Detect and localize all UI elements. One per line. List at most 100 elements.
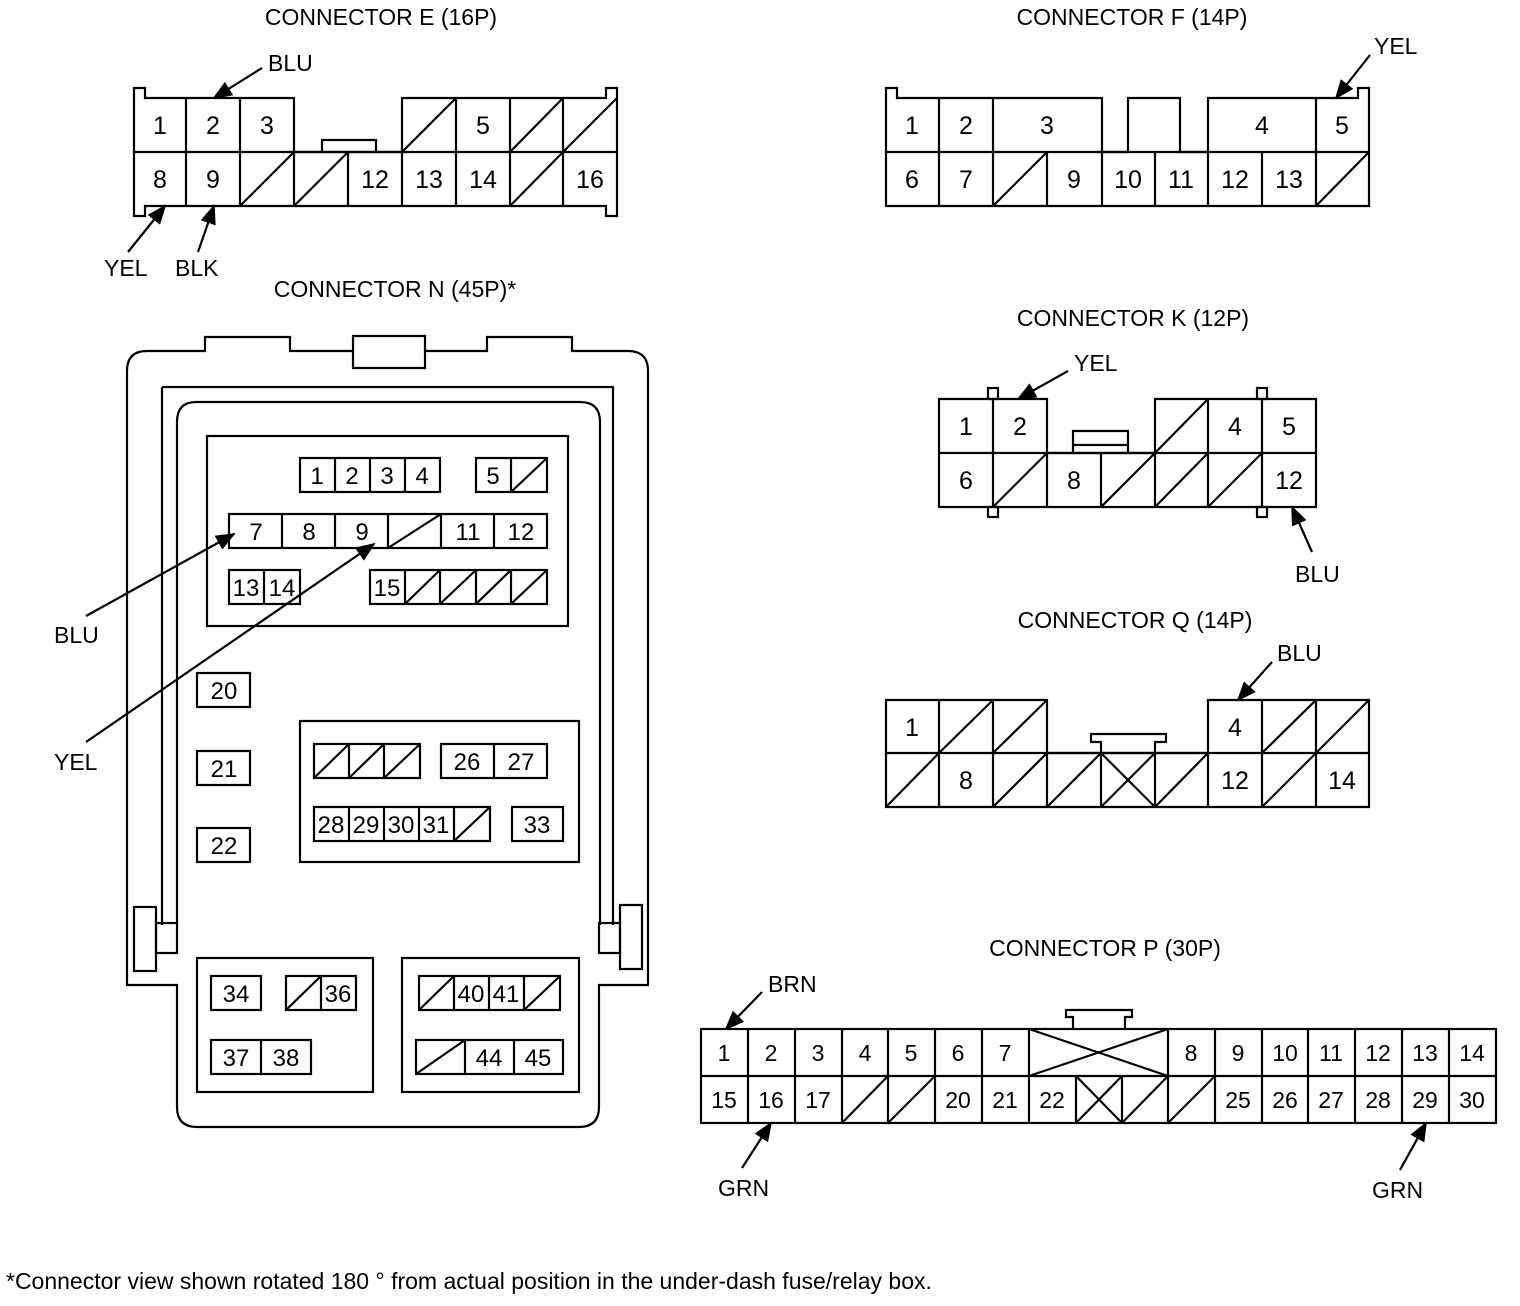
wire-pointer <box>1290 505 1314 553</box>
pin-label: 6 <box>905 166 919 194</box>
pin-label: 16 <box>758 1087 784 1113</box>
pin-label: 10 <box>1272 1040 1298 1066</box>
pin-label: 1 <box>905 714 919 742</box>
wire-color-label: BLU <box>268 50 313 76</box>
pin-label: 22 <box>1039 1087 1065 1113</box>
wire-color-label: BRN <box>768 971 817 997</box>
pin-label: 45 <box>525 1045 552 1072</box>
pin-label: 38 <box>273 1045 300 1072</box>
pin-label: 30 <box>1459 1087 1485 1113</box>
connector-e: CONNECTOR E (16P) 1 2 3 5 8 9 12 13 14 1… <box>104 4 619 281</box>
pin-label: 21 <box>992 1087 1018 1113</box>
pin-label: 37 <box>223 1045 250 1072</box>
pin-label: 3 <box>380 463 393 490</box>
pin-label: 2 <box>1013 413 1027 441</box>
pin-label: 8 <box>959 767 973 795</box>
pin-label: 10 <box>1114 166 1142 194</box>
pin-label: 27 <box>1318 1087 1344 1113</box>
pin-label: 13 <box>1275 166 1303 194</box>
connector-f-title: CONNECTOR F (14P) <box>1017 4 1248 30</box>
pin-label: 17 <box>805 1087 831 1113</box>
pin-label: 2 <box>765 1040 778 1066</box>
pin-label: 5 <box>476 112 490 140</box>
pin-label: 26 <box>454 749 481 776</box>
wire-color-label: BLK <box>175 255 219 281</box>
pin-label: 31 <box>423 812 450 839</box>
pin-label: 5 <box>1335 112 1349 140</box>
pin-label: 4 <box>859 1040 872 1066</box>
pin-label: 12 <box>1365 1040 1391 1066</box>
pin-label: 3 <box>812 1040 825 1066</box>
wire-pointer <box>1236 661 1273 702</box>
wire-color-label: YEL <box>104 255 148 281</box>
pin-label: 7 <box>249 519 262 546</box>
pin-label: 28 <box>318 812 345 839</box>
wire-color-label: YEL <box>1374 33 1418 59</box>
connector-q: CONNECTOR Q (14P) 1 4 8 12 14 BLU <box>884 607 1371 809</box>
connector-p: CONNECTOR P (30P) <box>699 935 1498 1203</box>
pin-label: 13 <box>233 575 260 602</box>
pin-label: 14 <box>469 166 497 194</box>
pin-label: 6 <box>959 467 973 495</box>
pin-label: 21 <box>211 756 238 783</box>
pin-label: 2 <box>959 112 973 140</box>
wire-color-label: BLU <box>1277 640 1322 666</box>
pin-label: 7 <box>959 166 973 194</box>
wire-pointer <box>724 991 763 1031</box>
wire-color-label: BLU <box>54 622 99 648</box>
pin-label: 40 <box>458 981 485 1008</box>
pin-label: 13 <box>415 166 443 194</box>
wire-pointer <box>127 204 167 253</box>
pin-label: 44 <box>476 1045 503 1072</box>
pin-label: 8 <box>302 519 315 546</box>
connector-q-title: CONNECTOR Q (14P) <box>1018 607 1253 633</box>
pin-label: 1 <box>959 413 973 441</box>
pin-label: 1 <box>310 463 323 490</box>
connector-k: CONNECTOR K (12P) 1 2 4 5 6 8 12 <box>937 305 1340 587</box>
wire-pointer <box>1399 1121 1427 1171</box>
pin-label: 20 <box>211 678 238 705</box>
wire-color-label: GRN <box>718 1175 769 1201</box>
wire-pointer <box>85 542 376 743</box>
pin-label: 5 <box>1282 413 1296 441</box>
pin-label: 12 <box>1275 467 1303 495</box>
pin-label: 1 <box>153 112 167 140</box>
pin-label: 5 <box>486 463 499 490</box>
connector-e-title: CONNECTOR E (16P) <box>265 4 497 30</box>
pin-label: 29 <box>353 812 380 839</box>
wire-pointer <box>196 204 216 253</box>
footnote: *Connector view shown rotated 180 ° from… <box>6 1268 932 1294</box>
pin-label: 11 <box>1168 166 1194 194</box>
pin-label: 2 <box>345 463 358 490</box>
pin-label: 8 <box>1067 467 1081 495</box>
pin-label: 4 <box>415 463 428 490</box>
pin-label: 1 <box>905 112 919 140</box>
pin-label: 34 <box>223 981 250 1008</box>
pin-label: 28 <box>1365 1087 1391 1113</box>
pin-label: 30 <box>388 812 415 839</box>
wire-color-label: BLU <box>1295 561 1340 587</box>
pin-label: 5 <box>905 1040 918 1066</box>
pin-label: 16 <box>576 166 604 194</box>
wire-pointer <box>212 67 263 100</box>
pin-label: 9 <box>206 166 220 194</box>
pin-label: 14 <box>1328 767 1356 795</box>
wire-pointer <box>1016 370 1069 400</box>
pin-label: 8 <box>1185 1040 1198 1066</box>
wire-color-label: YEL <box>54 749 98 775</box>
pin-label: 4 <box>1228 413 1242 441</box>
connector-p-title: CONNECTOR P (30P) <box>989 935 1221 961</box>
pin-label: 11 <box>1319 1040 1343 1066</box>
pin-label: 4 <box>1228 714 1242 742</box>
pin-label: 7 <box>999 1040 1012 1066</box>
pin-label: 26 <box>1272 1087 1298 1113</box>
wire-color-label: YEL <box>1074 350 1118 376</box>
connector-n: CONNECTOR N (45P)* <box>54 276 650 1129</box>
pin-label: 22 <box>211 833 238 860</box>
wire-pointer <box>741 1121 773 1169</box>
pin-label: 12 <box>1221 767 1249 795</box>
pin-label: 4 <box>1255 112 1269 140</box>
pin-label: 8 <box>153 166 167 194</box>
pin-label: 9 <box>1232 1040 1245 1066</box>
